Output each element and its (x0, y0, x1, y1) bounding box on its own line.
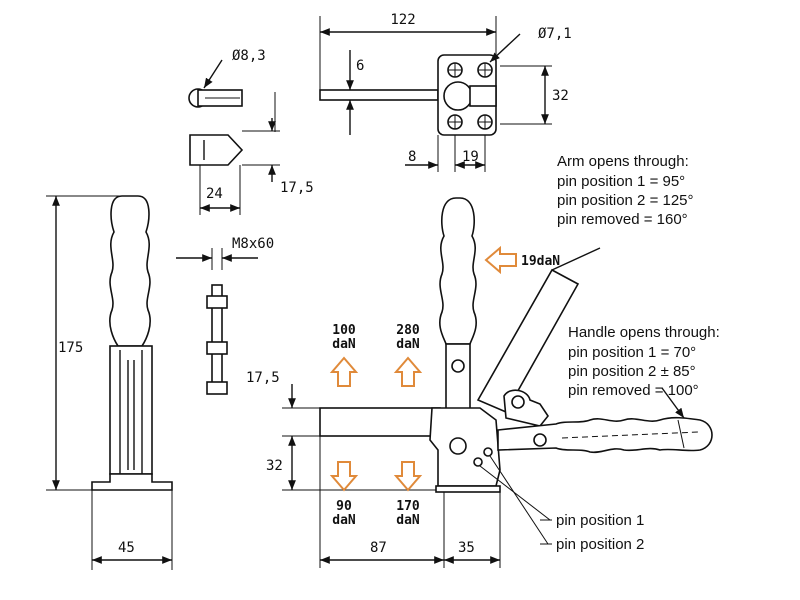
dim-pin-diameter: Ø8,3 (232, 48, 266, 64)
handle-note-title: Handle opens through: (568, 324, 720, 341)
hex-nut (206, 295, 228, 309)
dim-base-depth: 19 (462, 149, 479, 165)
arm-note-line: pin position 1 = 95° (557, 173, 685, 190)
arrow-down-right (393, 461, 423, 492)
force-up-right-unit: daN (396, 337, 420, 352)
tip-side (189, 134, 244, 166)
force-down-right-unit: daN (396, 513, 420, 528)
pivot-boss (443, 81, 473, 111)
handle-note-line: pin removed = 100° (568, 382, 699, 399)
handle-root (469, 85, 497, 107)
force-holding: 19daN (521, 254, 560, 269)
dim-spindle-height: 17,5 (280, 180, 314, 196)
force-down-left-unit: daN (332, 513, 356, 528)
callout-pin-position-1: pin position 1 (556, 512, 644, 529)
pin-hole-1 (473, 457, 483, 467)
dim-foot-height: 32 (266, 458, 283, 474)
dim-base-edge: 8 (408, 149, 416, 165)
hex-nut (206, 381, 228, 395)
dim-foot-width: 45 (118, 540, 135, 556)
handle-note-line: pin position 2 ± 85° (568, 363, 696, 380)
clamp-arm (319, 407, 441, 437)
pin-hole-2 (483, 447, 493, 457)
base-foot (91, 473, 173, 491)
dim-hole-diameter: Ø7,1 (538, 26, 572, 42)
base-flange (435, 485, 501, 493)
arm-opening-note: Arm opens through: pin position 1 = 95° … (557, 153, 694, 228)
dim-total-height: 175 (58, 340, 83, 356)
arm-note-title: Arm opens through: (557, 153, 689, 170)
force-up-right-value: 280 (396, 323, 420, 338)
arrow-down-left (329, 461, 359, 492)
handle-grip (109, 195, 151, 347)
top-view: 122 Ø7,1 6 32 8 19 (319, 12, 572, 172)
arm-note-line: pin position 2 = 125° (557, 192, 694, 209)
force-arrows: 19daN 100 daN 280 daN 90 daN 170 daN (329, 245, 560, 528)
handle-note-line: pin position 1 = 70° (568, 344, 696, 361)
clamp-body (109, 345, 153, 475)
holding-force-arrow (484, 245, 517, 275)
arrow-up-left (329, 356, 359, 387)
handle-opening-note: Handle opens through: pin position 1 = 7… (568, 324, 720, 399)
dim-arm-reach: 87 (370, 540, 387, 556)
dim-spindle-width: 24 (206, 186, 223, 202)
dim-base-width: 32 (552, 88, 569, 104)
force-up-left-unit: daN (332, 337, 356, 352)
dim-base-length: 35 (458, 540, 475, 556)
arm-note-line: pin removed = 160° (557, 211, 688, 228)
dim-arm-height: 17,5 (246, 370, 280, 386)
arm-open-position (476, 268, 580, 414)
handle-grip-side (439, 197, 477, 345)
handle-open-grip (497, 416, 713, 454)
handle-link (445, 343, 471, 415)
dim-overall-length: 122 (390, 12, 415, 28)
front-view: 175 45 (46, 195, 173, 570)
arm-bar-top (319, 89, 439, 101)
force-down-left-value: 90 (336, 499, 352, 514)
hex-nut (206, 341, 228, 355)
side-view: 17,5 32 87 35 pin position 1 pin positio… (246, 197, 713, 568)
spindle-tip-detail: Ø8,3 17,5 24 M8x60 (176, 48, 314, 395)
arrow-up-right (393, 356, 423, 387)
force-up-left-value: 100 (332, 323, 356, 338)
callout-pin-position-2: pin position 2 (556, 536, 644, 553)
dim-base-offset: 6 (356, 58, 364, 74)
handle-open-link (503, 389, 549, 427)
dim-spindle-thread: M8x60 (232, 236, 274, 252)
force-down-right-value: 170 (396, 499, 420, 514)
